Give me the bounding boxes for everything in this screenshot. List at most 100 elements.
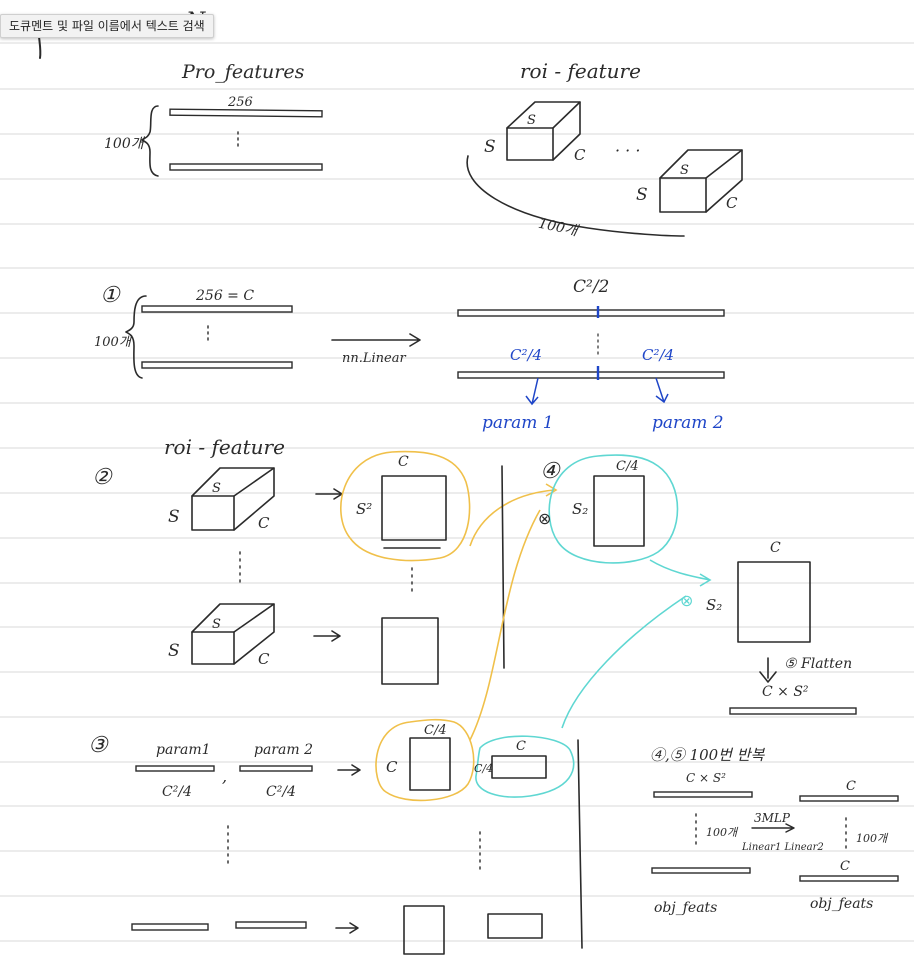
svg-text:· · ·: · · · xyxy=(615,141,640,160)
param2-label: param 2 xyxy=(652,413,724,433)
mlp-label: 3MLP xyxy=(754,811,791,825)
count-100-label: 100개 xyxy=(104,136,146,152)
section-top: Pro_features 256 100개 roi - feature S S … xyxy=(104,59,743,240)
nn-linear-label: nn.Linear xyxy=(342,351,406,366)
svg-text:C: C xyxy=(398,454,409,470)
section-step-2: ② roi - feature S S C S S C C S² xyxy=(92,435,558,685)
search-tooltip: 도큐멘트 및 파일 이름에서 텍스트 검색 xyxy=(0,14,214,38)
linear-layers-label: Linear1 Linear2 xyxy=(741,842,824,853)
divider-vertical-2 xyxy=(577,739,583,949)
svg-text:,: , xyxy=(222,767,227,786)
svg-text:100개: 100개 xyxy=(706,826,739,839)
section-step-3: ③ param1 C²/4 , param 2 C²/4 C/4 C C C/4 xyxy=(88,718,575,955)
matrix-c-s2-final xyxy=(737,561,811,643)
feature-bar-1b xyxy=(141,361,293,369)
svg-text:C²/4: C²/4 xyxy=(266,784,296,800)
roi-cube-4 xyxy=(191,603,275,665)
param1-matrix-last xyxy=(403,905,445,955)
svg-text:C × S²: C × S² xyxy=(686,771,726,785)
svg-text:param 2: param 2 xyxy=(254,742,313,758)
svg-text:C: C xyxy=(574,146,586,164)
section-step-1: ① 256 = C 100개 nn.Linear C²/2 C²/4 C²/4 … xyxy=(94,277,725,433)
svg-text:C: C xyxy=(516,739,526,754)
param1-matrix xyxy=(409,737,451,791)
svg-text:S: S xyxy=(168,641,180,661)
svg-text:S: S xyxy=(212,617,221,632)
svg-text:S: S xyxy=(680,163,689,178)
svg-text:C: C xyxy=(258,514,270,532)
svg-text:C²/4: C²/4 xyxy=(162,784,192,800)
flatten-label: ⑤ Flatten xyxy=(784,656,852,672)
svg-text:S: S xyxy=(484,137,496,157)
count-100-step1: 100개 xyxy=(94,335,133,350)
repeat-title: ④,⑤ 100번 반복 xyxy=(650,746,766,764)
s-squared-label: S² xyxy=(356,500,372,518)
pro-features-label: Pro_features xyxy=(181,61,305,83)
svg-text:C: C xyxy=(386,758,398,776)
svg-text:C: C xyxy=(840,859,850,874)
step-1-marker: ① xyxy=(100,283,121,308)
svg-text:C/4: C/4 xyxy=(474,762,493,775)
obj-feats-label-b: obj_feats xyxy=(810,896,873,912)
svg-text:100개: 100개 xyxy=(856,832,889,845)
divider-vertical-1 xyxy=(501,465,505,669)
obj-feats-bar-b2 xyxy=(799,875,899,882)
dim-256-label: 256 xyxy=(227,95,253,110)
roi-feature-label: roi - feature xyxy=(520,59,641,83)
yellow-connector xyxy=(469,509,541,741)
obj-feats-label-a: obj_feats xyxy=(654,900,717,916)
feature-bar-top xyxy=(169,108,323,118)
svg-text:C/4: C/4 xyxy=(424,723,447,738)
svg-text:S: S xyxy=(527,113,536,128)
ruled-lines xyxy=(0,42,914,942)
feature-bar-bottom xyxy=(169,163,323,171)
svg-text:C/4: C/4 xyxy=(616,459,639,474)
param2-bar xyxy=(239,765,313,772)
roi-cube-3 xyxy=(191,467,275,531)
svg-text:C: C xyxy=(770,540,781,556)
roi-cube-1 xyxy=(506,101,581,161)
times-icon: ⊗ xyxy=(538,509,551,528)
linear-output-bar-bottom xyxy=(457,371,725,379)
roi-feature-label-2: roi - feature xyxy=(164,435,285,459)
c2-quarter-right-label: C²/4 xyxy=(642,346,674,364)
step-4-marker: ④ xyxy=(540,459,561,484)
step-3-marker: ③ xyxy=(88,733,109,758)
matrix-c4-s2 xyxy=(593,475,645,547)
c2-half-label: C²/2 xyxy=(573,277,609,297)
svg-text:S: S xyxy=(212,481,221,496)
section-step-45: ④,⑤ 100번 반복 C × S² C 100개 3MLP Linear1 L… xyxy=(650,746,899,916)
param1-bar-last xyxy=(131,923,209,931)
svg-text:⊗: ⊗ xyxy=(680,591,693,610)
svg-text:C: C xyxy=(726,194,738,212)
param2-matrix-last xyxy=(487,913,543,939)
obj-feats-bar-a2 xyxy=(651,867,751,874)
param2-matrix xyxy=(491,755,547,779)
count-100-bottom-label: 100개 xyxy=(537,216,581,240)
param2-bar-last xyxy=(235,921,307,929)
obj-feats-bar-b1 xyxy=(799,795,899,802)
c-times-s2-label: C × S² xyxy=(762,684,809,700)
c2-quarter-left-label: C²/4 xyxy=(510,346,542,364)
param1-label: param 1 xyxy=(482,413,554,433)
roi-cube-2 xyxy=(659,149,743,213)
feature-bar-1a xyxy=(141,305,293,313)
svg-text:S: S xyxy=(636,185,648,205)
flattened-bar xyxy=(729,707,857,715)
svg-text:S₂: S₂ xyxy=(572,500,588,518)
svg-text:S₂: S₂ xyxy=(706,596,722,614)
dim-256-c-label: 256 = C xyxy=(195,288,254,304)
svg-text:S: S xyxy=(168,507,180,527)
step-2-marker: ② xyxy=(92,465,113,490)
linear-output-bar-top xyxy=(457,309,725,317)
svg-text:C: C xyxy=(846,779,856,794)
param1-bar xyxy=(135,765,215,772)
svg-text:param1: param1 xyxy=(156,742,211,758)
matrix-s2-c-2 xyxy=(381,617,439,685)
matrix-s2-c xyxy=(381,475,447,541)
svg-text:C: C xyxy=(258,650,270,668)
section-step-4: ④ C/4 S₂ ⊗ C S₂ ⊗ ⑤ Flatten C × S² xyxy=(538,454,857,729)
obj-feats-bar-a1 xyxy=(653,791,753,798)
